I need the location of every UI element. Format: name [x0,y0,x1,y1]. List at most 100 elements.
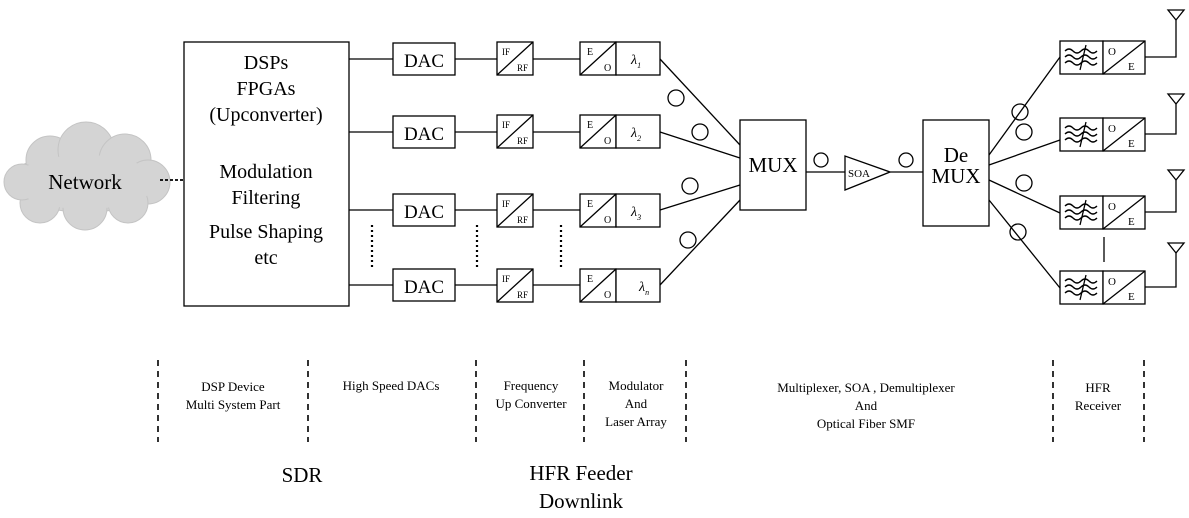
branch-1: DAC IF RF E O λ1 [349,41,741,146]
fiber-circle [898,152,914,168]
laser-2 [615,114,661,149]
if-label-3: IF [502,199,510,209]
soa-label: SOA [848,168,870,180]
section-dsp-line-1: DSP Device [201,379,265,394]
fiber-circle [691,123,709,141]
fiber-circle [681,177,699,195]
section-freq-line-1: Frequency [504,378,559,393]
rf-label-4: RF [517,290,528,300]
section-hfr-line-2: Receiver [1075,398,1122,413]
section-mux-line-1: Multiplexer, SOA , Demultiplexer [777,380,955,395]
dsp-line-6: Pulse Shaping [209,221,323,243]
lambda-n: λn [638,280,649,297]
o-label-1: O [604,63,611,74]
antenna-feed [1145,180,1177,213]
network-cloud: Network [3,121,171,231]
o-label-4: O [604,290,611,301]
if-label-4: IF [502,274,510,284]
o-label: O [1108,201,1116,213]
mux-block: MUX [739,119,807,211]
o-label-2: O [604,136,611,147]
dsp-line-3: (Upconverter) [209,104,322,126]
demux-block: De MUX [922,119,990,227]
antenna-feed [1145,20,1177,58]
dac-2-label: DAC [404,124,444,145]
e-label: E [1128,61,1135,73]
dac-4-label: DAC [404,277,444,298]
dac-4 [392,268,456,302]
dsp-line-7: etc [254,247,277,269]
dsp-line-4: Modulation [219,161,312,183]
o-label: O [1108,276,1116,288]
branch-3: DAC IF RF E O λ3 [349,177,741,228]
section-mod-line-2: And [625,396,648,411]
e-label-4: E [587,274,593,285]
rf-label-2: RF [517,136,528,146]
laser-1 [615,41,661,76]
filter-icon [1064,203,1098,221]
dac-1-label: DAC [404,51,444,72]
rf-label-3: RF [517,215,528,225]
fiber-circle [679,231,697,249]
section-mod-line-1: Modulator [609,378,665,393]
laser-4 [615,268,661,303]
dsp-line-2: FPGAs [237,78,296,100]
antenna-icon [1166,169,1186,182]
dac-3 [392,193,456,227]
section-dac-line-1: High Speed DACs [343,378,440,393]
antenna-icon [1166,242,1186,255]
demux-label-1: De [944,143,969,167]
dac-3-label: DAC [404,202,444,223]
dac-1 [392,42,456,76]
group-hfr-label-1: HFR Feeder [529,461,632,485]
dsp-line-5: Filtering [232,187,301,209]
section-freq-line-2: Up Converter [495,396,567,411]
lambda-1: λ1 [630,53,641,70]
dsp-line-1: DSPs [244,52,289,74]
e-label: E [1128,216,1135,228]
e-label: E [1128,138,1135,150]
fiber-circle [813,152,829,168]
soa-amplifier: SOA [844,155,892,191]
receiver-4: O E [1059,242,1186,305]
receiver-3: O E [1059,169,1186,230]
if-label-2: IF [502,120,510,130]
filter-icon [1064,48,1098,66]
receiver-1: O E [1059,9,1186,75]
fiber-circle [667,89,685,107]
section-dsp-line-2: Multi System Part [186,397,281,412]
e-label-2: E [587,120,593,131]
branch-2: DAC IF RF E O λ2 [349,114,741,159]
filter-icon [1064,125,1098,143]
e-label-3: E [587,199,593,210]
dsp-block: DSPs FPGAs (Upconverter) Modulation Filt… [183,41,350,307]
rf-label-1: RF [517,63,528,73]
antenna-icon [1166,93,1186,106]
demux-outputs [988,56,1061,289]
e-label: E [1128,291,1135,303]
section-mux-line-3: Optical Fiber SMF [817,416,915,431]
laser-3 [615,193,661,228]
group-sdr-label: SDR [282,463,323,487]
branch-n: DAC IF RF E O λn [349,199,741,303]
mux-label: MUX [748,153,797,177]
o-label-3: O [604,215,611,226]
o-label: O [1108,123,1116,135]
demux-label-2: MUX [931,164,980,188]
antenna-feed [1145,253,1177,288]
receiver-2: O E [1059,93,1186,152]
antenna-icon [1166,9,1186,22]
section-mux-line-2: And [855,398,878,413]
antenna-feed [1145,104,1177,135]
section-labels: DSP Device Multi System Part High Speed … [186,378,1122,431]
section-mod-line-3: Laser Array [605,414,667,429]
group-hfr-label-2: Downlink [539,489,624,513]
lambda-3: λ3 [630,205,641,222]
network-label: Network [48,170,122,194]
section-hfr-line-1: HFR [1085,380,1111,395]
o-label: O [1108,46,1116,58]
e-label-1: E [587,47,593,58]
section-dividers [157,360,1145,442]
if-label-1: IF [502,47,510,57]
